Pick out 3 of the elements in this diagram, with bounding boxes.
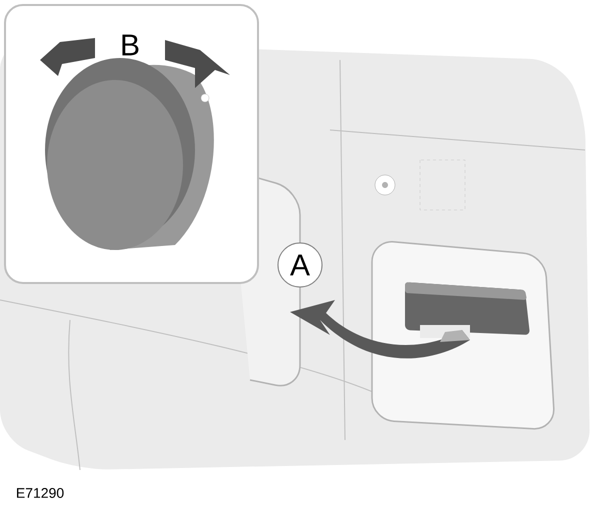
callout-letter: B [122, 34, 138, 56]
callout-letter: A [278, 242, 322, 288]
figure-code: E71290 [17, 488, 64, 498]
